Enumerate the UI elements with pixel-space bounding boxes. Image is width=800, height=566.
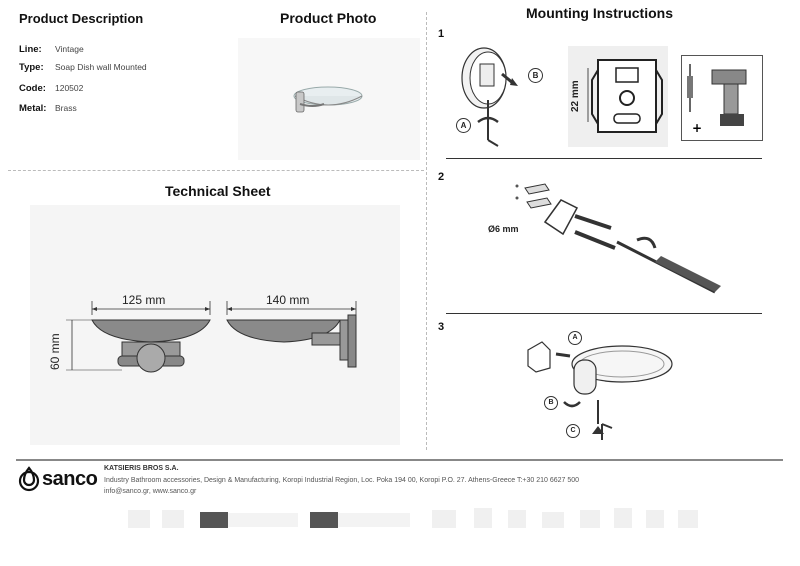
company-address: Industry Bathroom accessories, Design & …: [104, 477, 580, 484]
company-contact: info@sanco.gr, www.sanco.gr: [104, 488, 197, 495]
packaging-icon: [678, 510, 698, 528]
logo-text: sanco: [42, 468, 98, 490]
brass-quality-icon: [162, 510, 184, 528]
made-in-greece-icon: [128, 510, 150, 528]
dowels-screws-screwdriver-icon: [515, 183, 721, 294]
step1-tools-illustration: +: [681, 55, 763, 141]
step1-template-illustration: [568, 46, 668, 147]
technical-drawing-svg: [66, 301, 357, 373]
step-divider-1: [446, 158, 762, 159]
callout-b: B: [528, 68, 543, 83]
spec-type: Type: Soap Dish wall Mounted: [19, 62, 147, 73]
spec-value: Brass: [55, 103, 77, 113]
iso9001-flag-icon: [200, 512, 228, 528]
spec-code: Code: 120502: [19, 83, 83, 94]
spec-metal: Metal: Brass: [19, 103, 77, 114]
light-icon: [614, 508, 632, 528]
callout-b: B: [544, 396, 558, 410]
spec-line: Line: Vintage: [19, 44, 84, 55]
scratch-resistant-icon: [508, 510, 526, 528]
dim-width-side: 140 mm: [266, 293, 310, 307]
spec-label: Line:: [19, 44, 42, 55]
footer-rule: [16, 459, 783, 461]
dim-width-front: 125 mm: [122, 293, 166, 307]
soap-dish-assembly-icon: [527, 341, 673, 440]
cleaning-icon: [646, 510, 664, 528]
spec-value: Soap Dish wall Mounted: [55, 62, 147, 72]
product-photo: [238, 38, 420, 160]
screwdriver-drill-icon: +: [687, 64, 747, 135]
eco-label-icon: [432, 510, 456, 528]
mounting-title: Mounting Instructions: [526, 5, 673, 21]
step3-assembly-illustration: [522, 328, 682, 448]
callout-a: A: [568, 331, 582, 345]
dim-height: 60 mm: [48, 333, 62, 370]
spec-label: Metal:: [19, 103, 47, 114]
spec-label: Code:: [19, 83, 46, 94]
dim-6mm: Ø6 mm: [488, 224, 519, 234]
product-description-title: Product Description: [19, 11, 144, 26]
callout-c: C: [566, 424, 580, 438]
bracket-template-icon: [587, 59, 663, 133]
iso14001-cert-icon: [338, 513, 410, 527]
easy-install-icon: [542, 512, 564, 528]
technical-drawing: [30, 205, 400, 445]
recyclable-icon: [580, 510, 600, 528]
callout-a: A: [456, 118, 471, 133]
soap-dish-photo-icon: [293, 86, 363, 113]
horizontal-divider: [8, 170, 424, 171]
step-divider-2: [446, 313, 762, 314]
spec-value: 120502: [55, 83, 84, 93]
vertical-divider: [426, 12, 427, 450]
spec-value: Vintage: [55, 44, 84, 54]
iso9001-cert-icon: [228, 513, 298, 527]
spec-label: Type:: [19, 62, 44, 73]
company-name: KATSIERIS BROS S.A.: [104, 465, 179, 472]
step1-bracket-illustration: [452, 42, 557, 150]
dim-22mm: 22 mm: [570, 80, 581, 112]
sanco-logo-icon: [18, 466, 40, 492]
sanco-logo: [18, 466, 40, 497]
product-photo-title: Product Photo: [280, 10, 377, 26]
iso14001-flag-icon: [310, 512, 338, 528]
step-number: 3: [438, 321, 445, 333]
warranty-12-icon: [474, 508, 492, 528]
step-number: 1: [438, 28, 445, 40]
step-number: 2: [438, 171, 445, 183]
svg-text:+: +: [692, 121, 702, 135]
step2-screws-illustration: [505, 176, 755, 306]
technical-sheet-title: Technical Sheet: [165, 183, 271, 199]
bracket-allen-key-icon: [461, 47, 518, 147]
